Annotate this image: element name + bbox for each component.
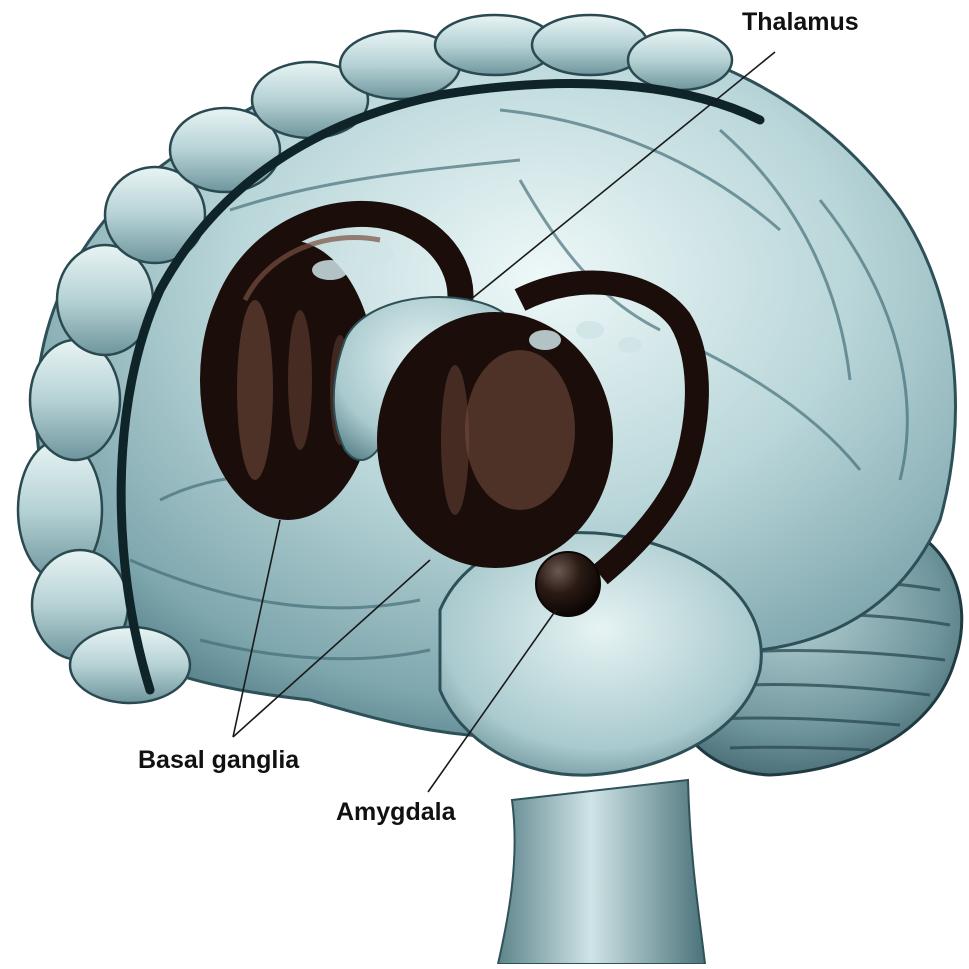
brain-stem (498, 780, 705, 964)
amygdala-label: Amygdala (336, 800, 455, 825)
basal-ganglia-label: Basal ganglia (138, 748, 299, 773)
thalamus-label: Thalamus (742, 10, 859, 35)
amygdala-structure (536, 552, 600, 616)
